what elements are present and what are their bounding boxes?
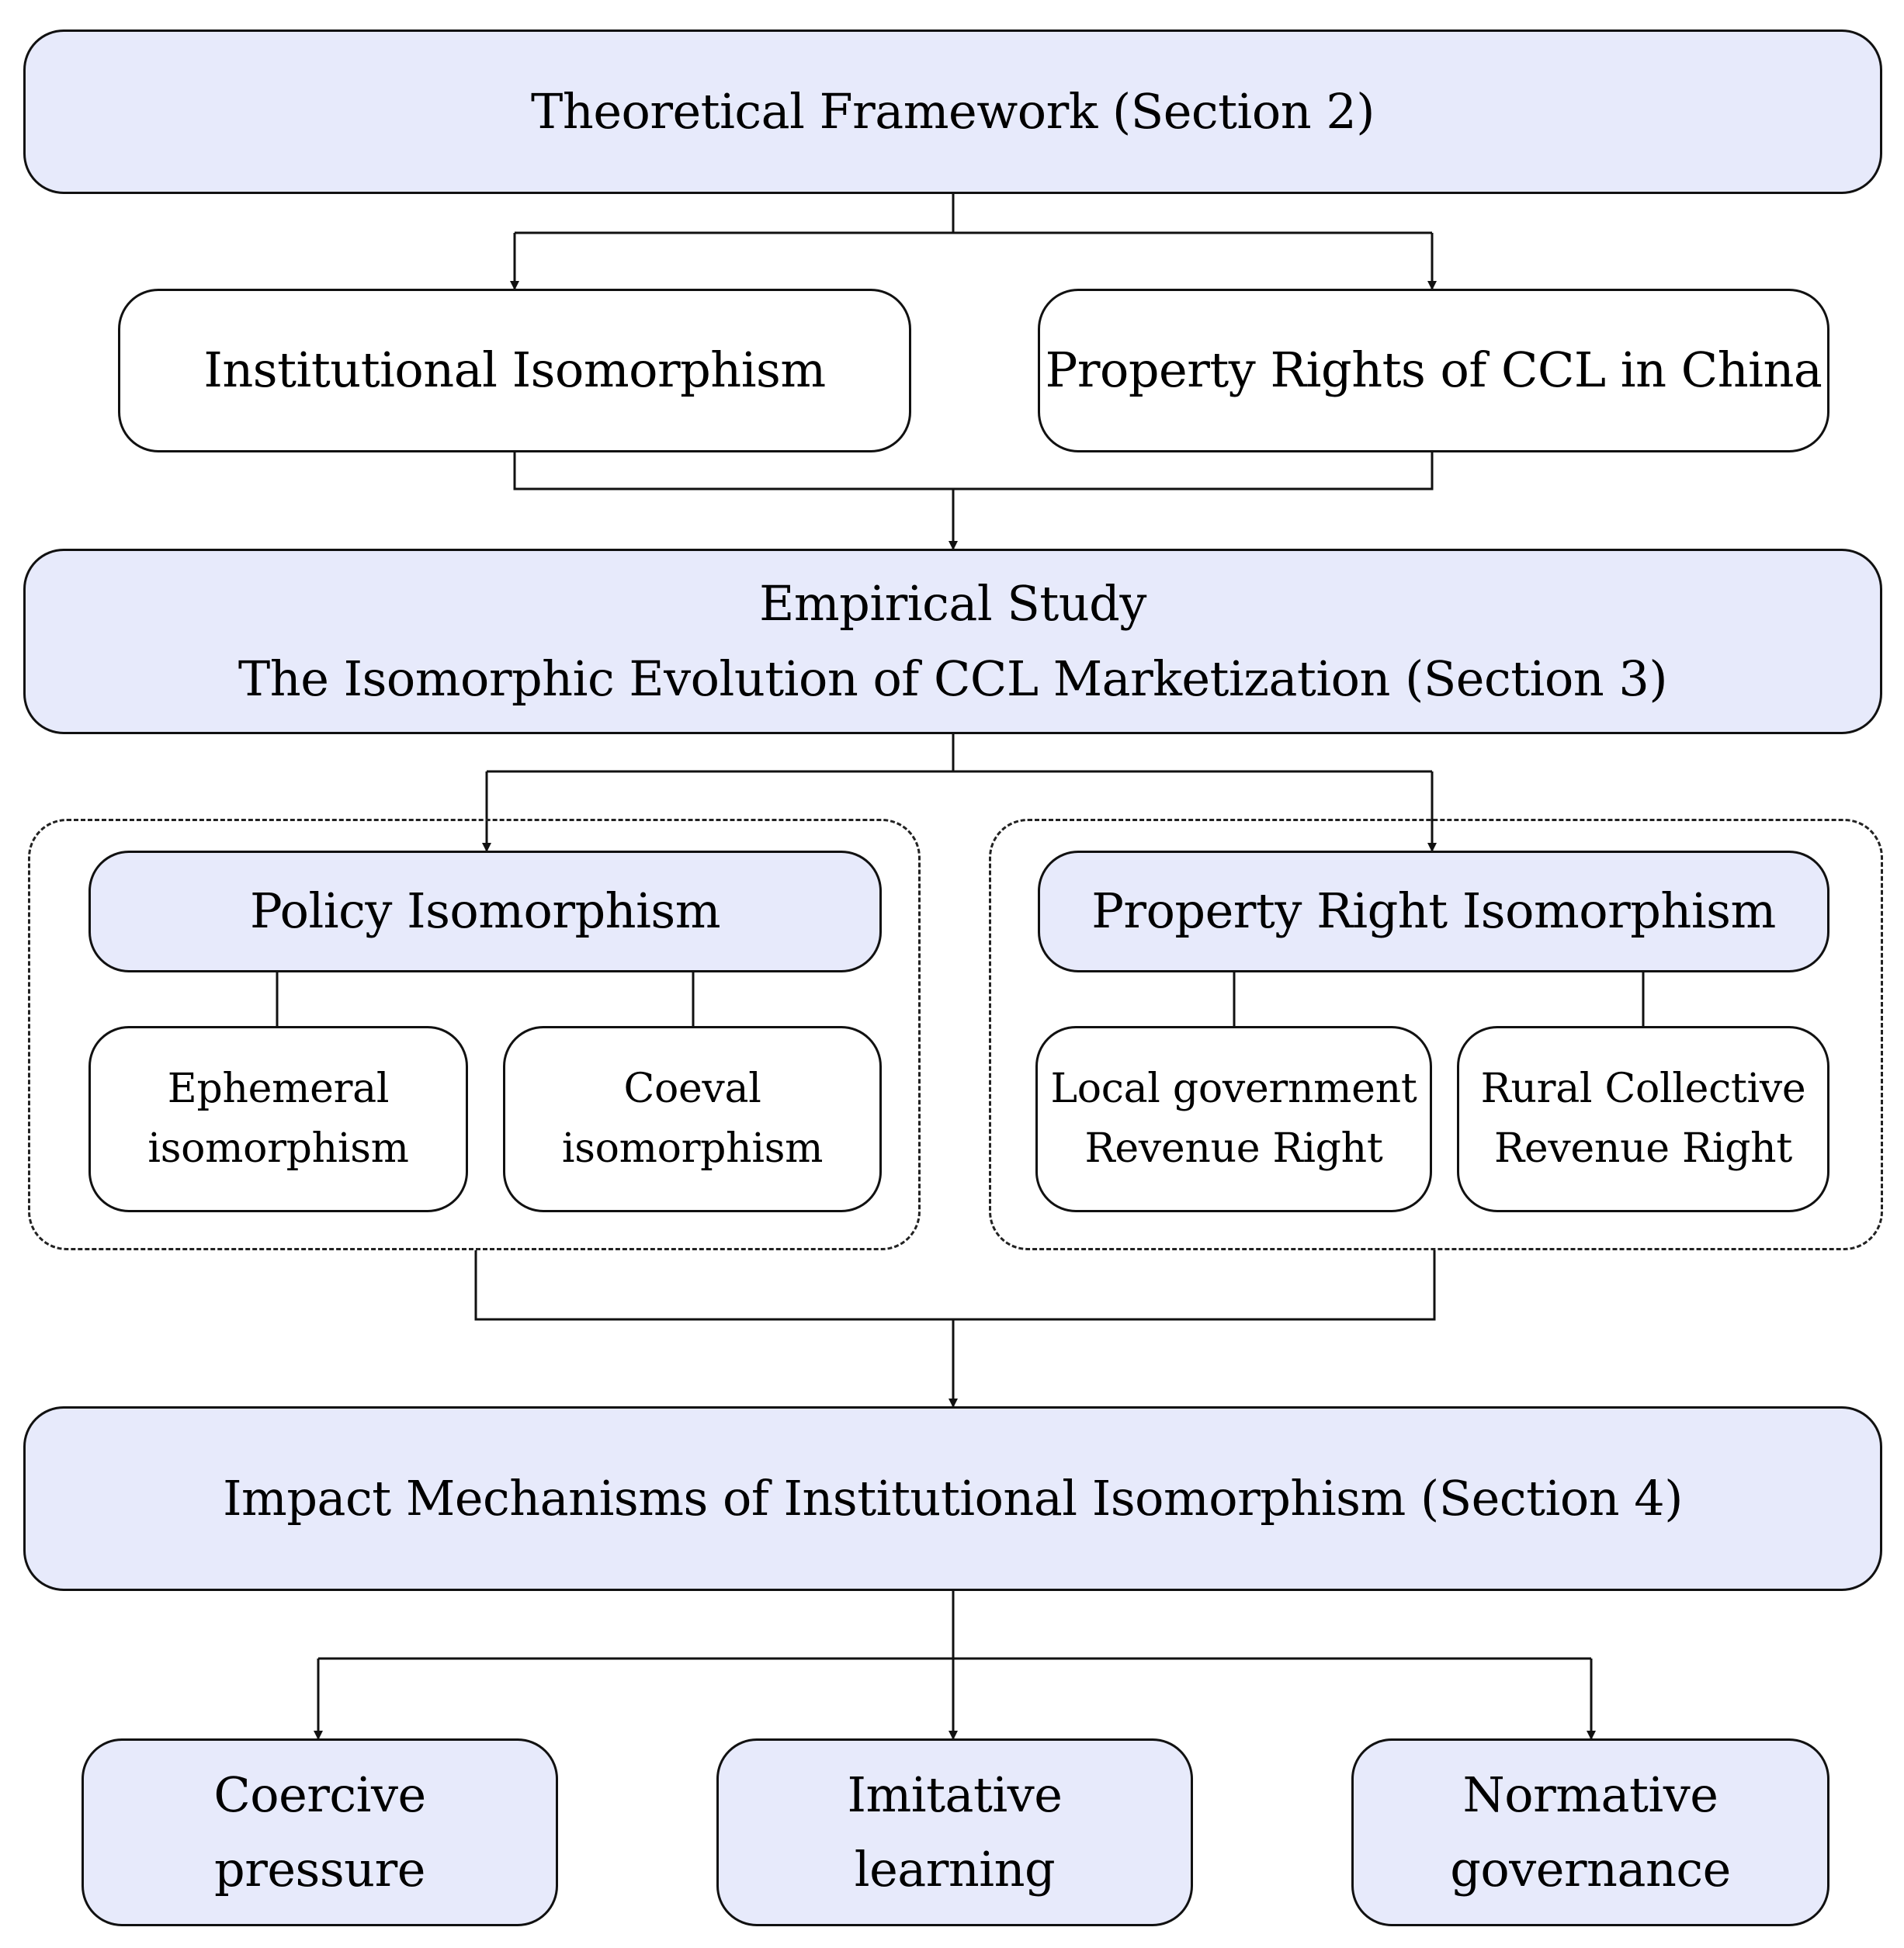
policy-group-container xyxy=(28,819,921,1250)
imitative-line1: Imitative xyxy=(847,1766,1063,1823)
imitative-line2: learning xyxy=(854,1841,1056,1898)
connector-theory-merge xyxy=(513,452,1434,490)
normative-line2: governance xyxy=(1450,1841,1731,1898)
ephemeral-line2: isomorphism xyxy=(147,1125,409,1172)
property-rights-label: Property Rights of CCL in China xyxy=(1045,341,1822,399)
empirical-study-subtitle: The Isomorphic Evolution of CCL Marketiz… xyxy=(238,650,1668,707)
property-right-isomorphism-label: Property Right Isomorphism xyxy=(1091,882,1776,940)
local-government-line2: Revenue Right xyxy=(1084,1125,1383,1172)
theoretical-framework-box: Theoretical Framework (Section 2) xyxy=(23,29,1882,194)
theoretical-framework-title: Theoretical Framework (Section 2) xyxy=(531,82,1375,140)
institutional-isomorphism-box: Institutional Isomorphism xyxy=(118,289,911,452)
coeval-line1: Coeval xyxy=(623,1066,761,1113)
property-right-group-container xyxy=(989,819,1883,1250)
connector-groups-merge xyxy=(474,1250,1436,1321)
ephemeral-line1: Ephemeral xyxy=(167,1066,390,1113)
normative-governance-box: Normative governance xyxy=(1351,1738,1829,1926)
institutional-isomorphism-label: Institutional Isomorphism xyxy=(203,341,826,399)
imitative-learning-box: Imitative learning xyxy=(716,1738,1193,1926)
rural-collective-revenue-box: Rural Collective Revenue Right xyxy=(1457,1026,1829,1212)
coercive-line2: pressure xyxy=(214,1841,425,1898)
local-government-line1: Local government xyxy=(1050,1066,1417,1113)
coeval-line2: isomorphism xyxy=(561,1125,824,1172)
property-rights-box: Property Rights of CCL in China xyxy=(1038,289,1829,452)
empirical-study-heading: Empirical Study xyxy=(759,575,1146,633)
rural-collective-line1: Rural Collective xyxy=(1480,1066,1806,1113)
rural-collective-line2: Revenue Right xyxy=(1494,1125,1792,1172)
coercive-line1: Coercive xyxy=(213,1766,426,1823)
normative-line1: Normative xyxy=(1462,1766,1718,1823)
property-right-isomorphism-box: Property Right Isomorphism xyxy=(1038,851,1829,972)
impact-mechanisms-title: Impact Mechanisms of Institutional Isomo… xyxy=(223,1469,1683,1527)
coercive-pressure-box: Coercive pressure xyxy=(82,1738,558,1926)
ephemeral-isomorphism-box: Ephemeral isomorphism xyxy=(88,1026,468,1212)
impact-mechanisms-box: Impact Mechanisms of Institutional Isomo… xyxy=(23,1406,1882,1591)
policy-isomorphism-label: Policy Isomorphism xyxy=(249,882,721,940)
local-government-revenue-box: Local government Revenue Right xyxy=(1035,1026,1432,1212)
policy-isomorphism-box: Policy Isomorphism xyxy=(88,851,882,972)
empirical-study-box: Empirical Study The Isomorphic Evolution… xyxy=(23,549,1882,734)
coeval-isomorphism-box: Coeval isomorphism xyxy=(503,1026,882,1212)
